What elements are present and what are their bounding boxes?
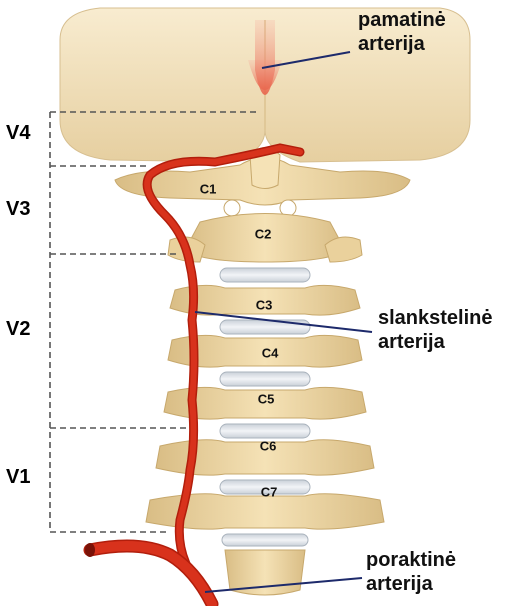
disc-c4-c5 <box>220 372 310 386</box>
label-basilar-artery-line1: pamatinė <box>358 8 446 32</box>
disc-c5-c6 <box>220 424 310 438</box>
vertebra-label-c7: C7 <box>261 485 278 500</box>
label-vertebral-artery-line1: slankstelinė <box>378 306 493 330</box>
label-vertebral-artery: slankstelinė arterija <box>378 306 493 354</box>
vertebra-label-c4: C4 <box>262 346 279 361</box>
vertebra-label-c1: C1 <box>200 182 217 197</box>
vertebra-label-c6: C6 <box>260 439 277 454</box>
disc-c7-t1 <box>222 534 308 546</box>
segment-label-v3: V3 <box>6 198 30 221</box>
disc-c3-c4 <box>220 320 310 334</box>
disc-c2-c3 <box>220 268 310 282</box>
label-basilar-artery-line2: arterija <box>358 32 446 56</box>
label-subclavian-artery-line1: poraktinė <box>366 548 456 572</box>
vertebra-label-c3: C3 <box>256 298 273 313</box>
vertebra-label-c2: C2 <box>255 227 272 242</box>
label-basilar-artery: pamatinė arterija <box>358 8 446 56</box>
vertebra-label-c5: C5 <box>258 392 275 407</box>
label-subclavian-artery: poraktinė arterija <box>366 548 456 596</box>
label-subclavian-artery-line2: arterija <box>366 572 456 596</box>
segment-label-v2: V2 <box>6 318 30 341</box>
segment-label-v4: V4 <box>6 122 30 145</box>
subclavian-artery <box>85 543 212 604</box>
segment-label-v1: V1 <box>6 466 30 489</box>
label-vertebral-artery-line2: arterija <box>378 330 493 354</box>
